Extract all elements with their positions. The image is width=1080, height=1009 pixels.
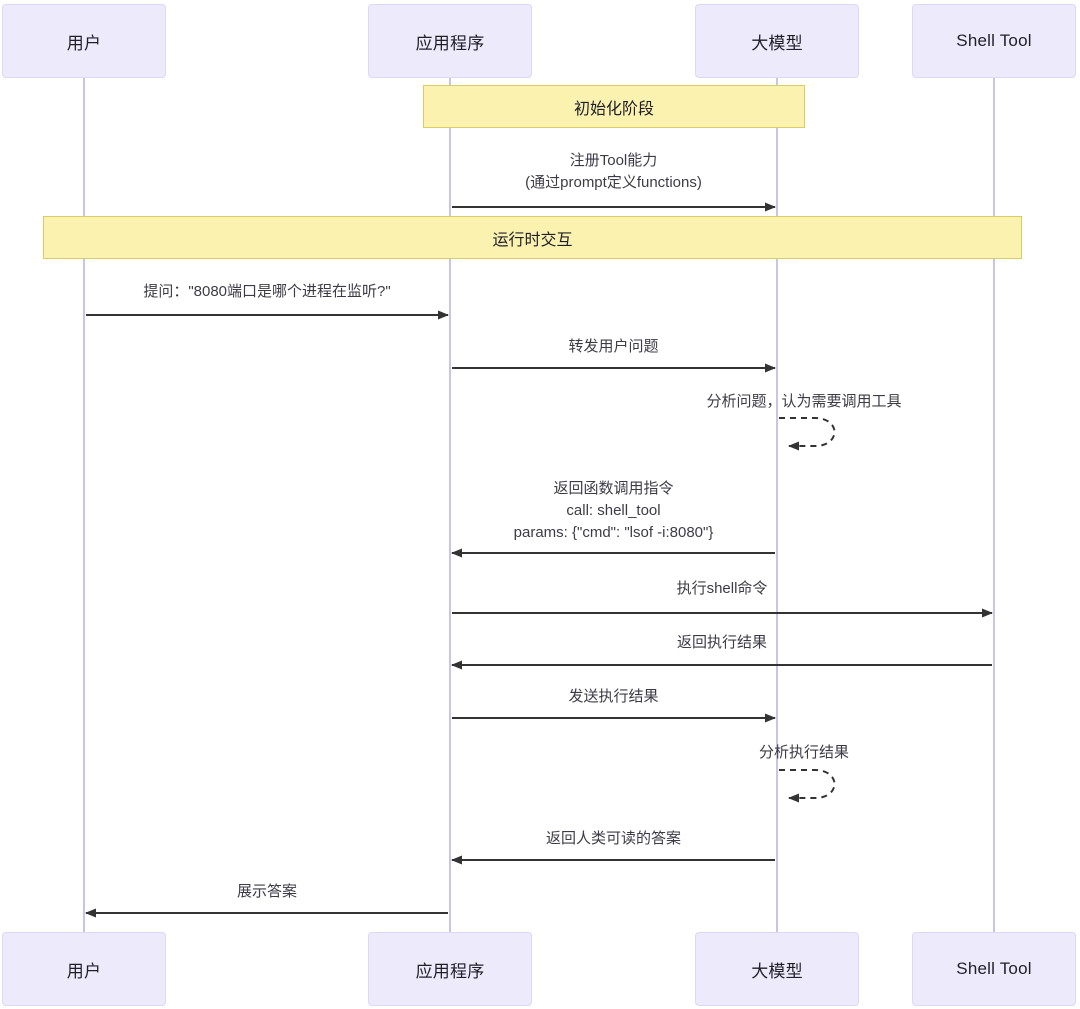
- participant-label: Shell Tool: [956, 31, 1032, 50]
- note-label: 运行时交互: [492, 231, 573, 249]
- participant-shell-top[interactable]: Shell Tool: [912, 4, 1076, 78]
- participant-llm-bottom[interactable]: 大模型: [695, 932, 859, 1006]
- message-arrow-analyze-exec-result: [779, 769, 836, 803]
- participant-label: Shell Tool: [956, 959, 1032, 978]
- participant-shell-bottom[interactable]: Shell Tool: [912, 932, 1076, 1006]
- participant-label: 用户: [66, 961, 102, 981]
- participant-label: 应用程序: [415, 33, 485, 53]
- participant-label: 大模型: [751, 33, 803, 53]
- message-arrow-analyze-question: [779, 417, 836, 451]
- note-runtime-phase: 运行时交互: [43, 216, 1022, 259]
- participant-app-bottom[interactable]: 应用程序: [368, 932, 532, 1006]
- participant-user-bottom[interactable]: 用户: [2, 932, 166, 1006]
- participant-label: 用户: [66, 33, 102, 53]
- participant-label: 大模型: [751, 961, 803, 981]
- arrows-layer: [85, 202, 993, 918]
- participant-llm-top[interactable]: 大模型: [695, 4, 859, 78]
- participant-label: 应用程序: [415, 961, 485, 981]
- participant-app-top[interactable]: 应用程序: [368, 4, 532, 78]
- note-label: 初始化阶段: [573, 100, 654, 118]
- note-init-phase: 初始化阶段: [423, 85, 805, 128]
- participant-user-top[interactable]: 用户: [2, 4, 166, 78]
